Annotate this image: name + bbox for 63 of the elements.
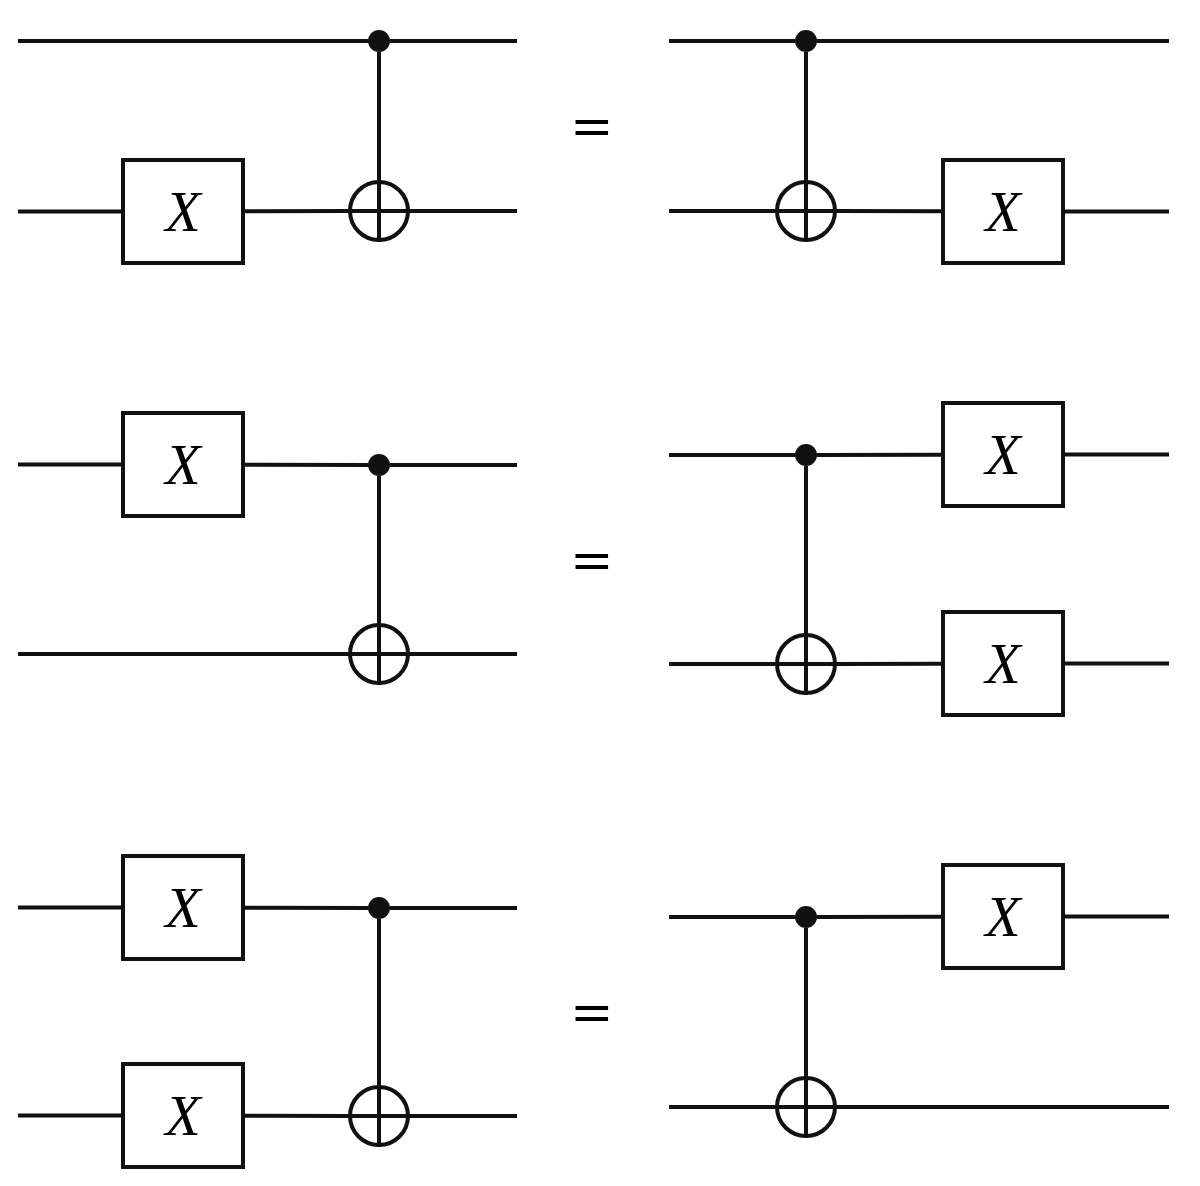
qubit-wire: [18, 462, 121, 467]
gate-label: X: [165, 182, 201, 241]
control-dot: [795, 906, 817, 928]
qubit-wire: [837, 1105, 1169, 1109]
qubit-wire: [669, 662, 775, 666]
qubit-wire: [245, 209, 348, 214]
gate-label: X: [985, 887, 1021, 946]
qubit-wire: [669, 39, 795, 43]
qubit-wire: [245, 462, 368, 467]
qubit-wire: [410, 209, 517, 213]
qubit-wire: [410, 1114, 517, 1118]
qubit-wire: [837, 209, 941, 214]
gate-label: X: [165, 1086, 201, 1145]
control-line: [377, 476, 381, 623]
qubit-wire: [837, 661, 941, 666]
gate-box: [121, 411, 245, 518]
qubit-wire: [1065, 452, 1169, 457]
control-dot: [795, 30, 817, 52]
qubit-wire: [669, 453, 795, 457]
qubit-wire: [817, 39, 1169, 43]
qubit-wire: [817, 914, 941, 919]
qubit-wire: [18, 1113, 121, 1118]
qubit-wire: [18, 209, 121, 214]
gate-box: [941, 158, 1065, 265]
equals-sign: =: [570, 100, 614, 152]
gate-label: X: [165, 435, 201, 494]
control-line: [804, 928, 808, 1076]
gate-label: X: [985, 634, 1021, 693]
gate-box: [941, 401, 1065, 508]
qubit-wire: [817, 452, 941, 457]
gate-box: [121, 854, 245, 961]
qubit-wire: [18, 39, 368, 43]
qubit-wire: [390, 906, 517, 910]
gate-box: [121, 158, 245, 265]
control-line: [377, 919, 381, 1085]
gate-label: X: [165, 878, 201, 937]
qubit-wire: [390, 39, 517, 43]
qubit-wire: [669, 209, 775, 213]
control-line: [804, 466, 808, 633]
qubit-wire: [18, 652, 348, 656]
control-dot: [368, 30, 390, 52]
control-dot: [795, 444, 817, 466]
gate-label: X: [985, 425, 1021, 484]
control-line: [377, 52, 381, 180]
qubit-wire: [1065, 914, 1169, 919]
control-line: [804, 52, 808, 180]
qubit-wire: [669, 1105, 775, 1109]
qubit-wire: [245, 1113, 348, 1118]
qubit-wire: [410, 652, 517, 656]
qubit-wire: [245, 905, 368, 910]
control-dot: [368, 454, 390, 476]
qubit-wire: [1065, 661, 1169, 666]
equals-sign: =: [570, 534, 614, 586]
control-dot: [368, 897, 390, 919]
gate-label: X: [985, 182, 1021, 241]
qubit-wire: [1065, 209, 1169, 214]
gate-box: [121, 1062, 245, 1169]
qubit-wire: [18, 905, 121, 910]
qubit-wire: [390, 463, 517, 467]
gate-box: [941, 863, 1065, 970]
gate-box: [941, 610, 1065, 717]
qubit-wire: [669, 915, 795, 919]
equals-sign: =: [570, 986, 614, 1038]
